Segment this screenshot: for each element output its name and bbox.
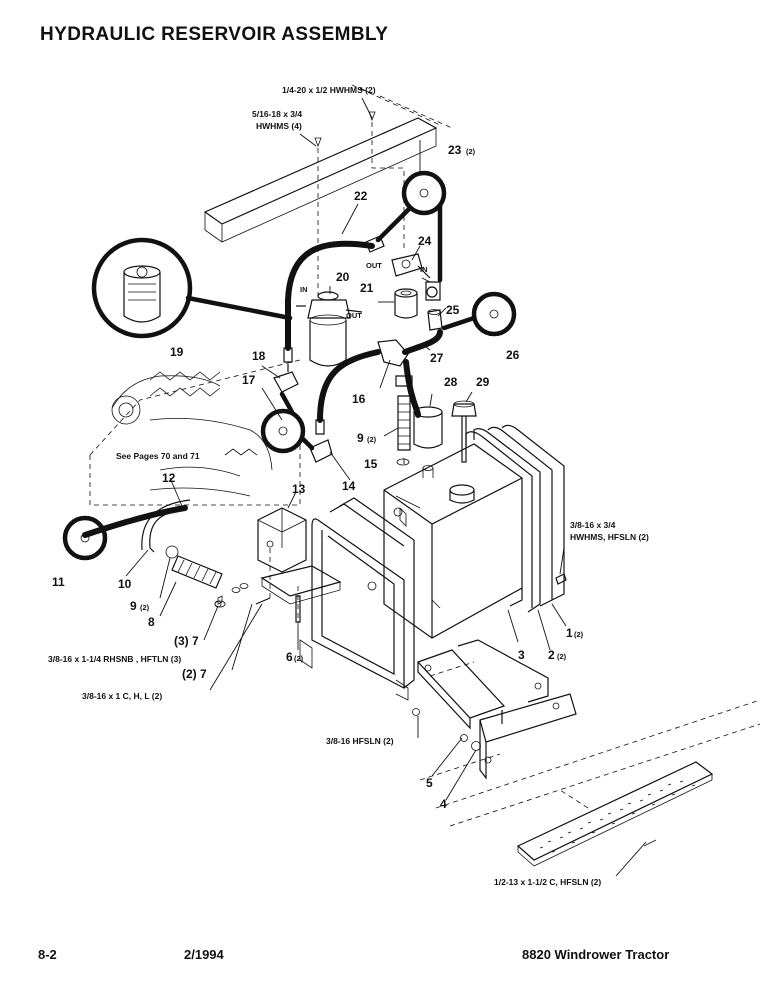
hoses <box>82 240 443 538</box>
callout-28: 28 <box>444 375 458 389</box>
callout-9-lower: 9 <box>130 599 137 613</box>
bag-callout-19 <box>91 237 293 339</box>
frame-rails <box>419 661 761 827</box>
filter-canister <box>309 314 347 367</box>
callout-20: 20 <box>336 270 350 284</box>
callout-15: 15 <box>364 457 378 471</box>
callout-10: 10 <box>118 577 132 591</box>
valve-block <box>391 253 441 301</box>
callout-11: 11 <box>52 575 65 589</box>
port-labels: IN OUT OUT IN <box>300 261 428 320</box>
hardware-notes: 1/4-20 x 1/2 HWHMS (2) 5/16-18 x 3/4 HWH… <box>48 85 649 887</box>
footer-model: 8820 Windrower Tractor <box>522 947 670 962</box>
callout-5: 5 <box>426 776 433 790</box>
hose-8 <box>171 555 223 589</box>
support-bracket-5 <box>416 639 549 730</box>
callout-2-qty: (2) <box>557 652 567 661</box>
note-hwhms-5-16-b: HWHMS (4) <box>256 121 302 131</box>
callout-9-lower-qty: (2) <box>140 603 150 612</box>
callout-17: 17 <box>242 373 256 387</box>
leader-lines <box>125 97 647 877</box>
callout-2: 2 <box>548 648 555 662</box>
fitting-25 <box>427 309 443 331</box>
strap-frame <box>299 497 415 701</box>
callout-18: 18 <box>252 349 266 363</box>
callout-27: 27 <box>430 351 444 365</box>
bolt-centerlines <box>314 111 405 300</box>
filter-head <box>296 291 363 319</box>
callout-6-qty: (2) <box>294 654 304 663</box>
valve-out-label: OUT <box>366 261 382 270</box>
note-hwhms-3-8-a: 3/8-16 x 3/4 <box>570 520 616 530</box>
mount-bar <box>203 84 453 243</box>
bag-callout-11 <box>62 515 108 561</box>
note-hwhms-1-4: 1/4-20 x 1/2 HWHMS (2) <box>282 85 376 95</box>
callout-8: 8 <box>148 615 155 629</box>
callout-7-b: (2) 7 <box>182 667 207 681</box>
breather-28 <box>413 406 443 449</box>
note-half-13: 1/2-13 x 1-1/2 C, HFSLN (2) <box>494 877 601 887</box>
step-plate <box>516 761 714 867</box>
callout-3: 3 <box>518 648 525 662</box>
engine-reference <box>89 359 301 506</box>
callout-19: 19 <box>170 345 184 359</box>
tank-straps <box>465 424 565 613</box>
callout-labels: 1 (2) 2 (2) 3 4 5 6 (2) (3) 7 (2) 7 8 9 … <box>52 143 584 811</box>
filter-in-label: IN <box>300 285 308 294</box>
callout-29: 29 <box>476 375 490 389</box>
callout-9-upper: 9 <box>357 431 364 445</box>
callout-21: 21 <box>360 281 374 295</box>
small-hardware <box>214 573 657 847</box>
hose-fittings <box>283 235 413 435</box>
engine-reference-note: See Pages 70 and 71 <box>116 451 200 461</box>
bracket-13 <box>257 507 307 600</box>
reservoir-tank <box>383 443 523 639</box>
elbow-fitting-14 <box>309 439 333 463</box>
callout-6: 6 <box>286 650 293 664</box>
note-hfsln: 3/8-16 HFSLN (2) <box>326 736 394 746</box>
valve-in-label: IN <box>420 265 428 274</box>
note-hwhms-3-8-b: HWHMS, HFSLN (2) <box>570 532 649 542</box>
note-chl: 3/8-16 x 1 C, H, L (2) <box>82 691 162 701</box>
washer-stack <box>214 583 271 608</box>
footer-date: 2/1994 <box>184 947 224 962</box>
support-bracket-4 <box>479 693 577 780</box>
callout-25: 25 <box>446 303 460 317</box>
callout-16: 16 <box>352 392 366 406</box>
filter-out-label: OUT <box>346 311 362 320</box>
footer-page-number: 8-2 <box>38 947 57 962</box>
callout-23-qty: (2) <box>466 147 476 156</box>
bag-callout-26 <box>441 291 517 337</box>
note-hwhms-5-16-a: 5/16-18 x 3/4 <box>252 109 302 119</box>
callout-12: 12 <box>162 471 176 485</box>
elbow-fitting-18 <box>273 364 299 393</box>
note-rhsnb: 3/8-16 x 1-1/4 RHSNB , HFTLN (3) <box>48 654 181 664</box>
callout-7-a: (3) 7 <box>174 634 199 648</box>
callout-22: 22 <box>354 189 368 203</box>
callout-24: 24 <box>418 234 432 248</box>
callout-1-qty: (2) <box>574 630 584 639</box>
callout-4: 4 <box>440 797 447 811</box>
bag-callout-23 <box>375 170 447 283</box>
callout-23: 23 <box>448 143 462 157</box>
callout-13: 13 <box>292 482 306 496</box>
callout-1: 1 <box>566 626 573 640</box>
bag-callout-17 <box>260 391 315 454</box>
hose-15 <box>396 395 411 466</box>
callout-26: 26 <box>506 348 520 362</box>
mount-plate <box>260 565 342 628</box>
dipstick-29 <box>451 400 477 463</box>
callout-9-upper-qty: (2) <box>367 435 377 444</box>
filter-element <box>378 288 418 319</box>
callout-14: 14 <box>342 479 356 493</box>
page-title: HYDRAULIC RESERVOIR ASSEMBLY <box>40 24 389 45</box>
